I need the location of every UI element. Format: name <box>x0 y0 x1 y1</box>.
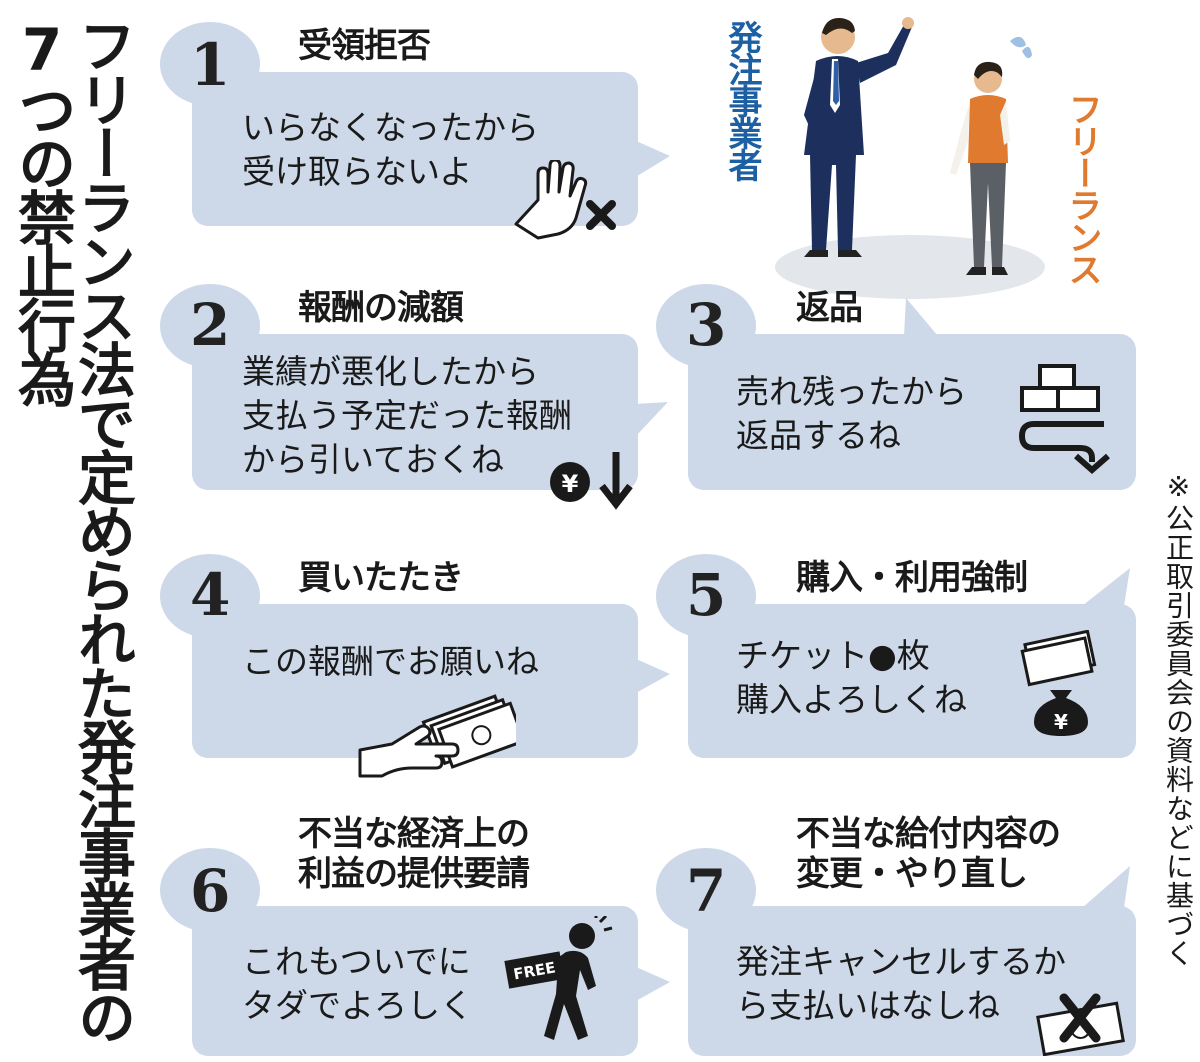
yen-down-arrow-icon: ¥ <box>550 452 633 510</box>
item-7-number: 7 <box>686 857 727 925</box>
item-2-speech: 業績が悪化したから 支払う予定だった報酬 から引いておくね <box>242 352 572 479</box>
item-5-bubble-tail <box>1082 568 1130 606</box>
item-3-number: 3 <box>686 291 727 359</box>
item-6-bubble-tail <box>634 966 670 1002</box>
item-1-number: 1 <box>190 31 231 99</box>
item-3-heading: 返品 <box>796 288 863 328</box>
item-2-heading: 報酬の減額 <box>298 288 464 328</box>
svg-text:¥: ¥ <box>562 470 579 498</box>
item-5-heading: 購入・利用強制 <box>796 558 1028 598</box>
item-1-bubble-tail <box>634 140 670 178</box>
item-2-bubble-tail <box>634 402 668 438</box>
hand-banknotes-icon <box>358 694 516 778</box>
ticket-yen-bag-icon: ¥ <box>1020 630 1097 736</box>
item-6-speech: これもついでに タダでよろしく <box>242 942 473 1025</box>
item-6-heading: 不当な経済上の 利益の提供要請 <box>298 814 530 894</box>
source-note: ※公正取引委員会の資料などに基づく <box>1162 470 1195 968</box>
item-2-number: 2 <box>190 291 231 359</box>
item-3-speech: 売れ残ったから 返品するね <box>736 372 967 455</box>
item-7-bubble-tail <box>1082 866 1130 908</box>
role-label-client: 発注事業者 <box>722 20 762 180</box>
item-6-number: 6 <box>190 857 231 925</box>
person-carrying-free-icon: FREE <box>504 916 613 1040</box>
item-5-number: 5 <box>686 561 727 629</box>
item-4-bubble-tail <box>634 658 670 694</box>
item-7-speech: 発注キャンセルするか ら支払いはなしね <box>736 942 1066 1025</box>
item-4-heading: 買いたたき <box>298 558 464 598</box>
hand-stop-x-icon <box>514 160 616 240</box>
item-3-bubble-tail <box>904 298 938 336</box>
item-7-heading: 不当な給付内容の 変更・やり直し <box>796 814 1061 894</box>
boxes-return-icon <box>1018 364 1110 474</box>
yen-badge: ¥ <box>1054 710 1068 734</box>
client-freelancer-illustration <box>775 17 1045 299</box>
item-1-speech: いらなくなったから 受け取らないよ <box>242 108 539 191</box>
role-label-freelancer: フリーランス <box>1062 92 1102 284</box>
item-4-number: 4 <box>190 561 231 629</box>
item-1-heading: 受領拒否 <box>298 26 431 66</box>
cancel-money-icon <box>1036 993 1125 1056</box>
item-5-speech: チケット●枚 購入よろしくね <box>736 636 967 719</box>
freelancer-figure <box>950 61 1010 275</box>
client-figure <box>804 17 914 257</box>
item-4-speech: この報酬でお願いね <box>242 642 539 681</box>
page-title: フリーランス法で定められた発注事業者の 7つの禁止行為 <box>8 16 136 1042</box>
